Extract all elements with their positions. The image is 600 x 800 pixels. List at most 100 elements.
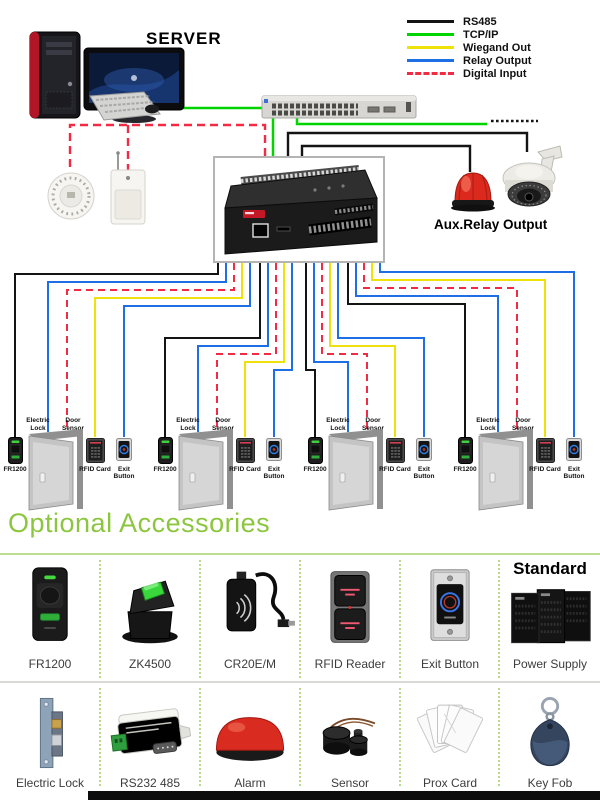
legend-label: TCP/IP [463, 28, 499, 41]
legend-row: RS485 [407, 15, 531, 28]
rfid-card-label: RFID Card [379, 466, 411, 473]
door3-wires [305, 263, 425, 437]
exit-button-label: Exit Button [563, 466, 585, 480]
network-switch-image [261, 95, 417, 119]
exit-button-label: Exit Button [413, 466, 435, 480]
smoke-detector-icon [47, 172, 95, 220]
exit-button-icon [266, 438, 282, 461]
accessory-cell-sensor: Sensor [300, 684, 400, 790]
alarm-beacon-icon [451, 172, 495, 212]
door-image [178, 429, 233, 511]
accessory-label: ZK4500 [128, 657, 172, 671]
legend-label: Digital Input [463, 67, 527, 80]
accessory-cell-cr20em: CR20E/M [200, 556, 300, 682]
legend-row: TCP/IP [407, 28, 531, 41]
accessory-cell-electric-lock: Electric Lock [0, 684, 100, 790]
fr1200-label: FR1200 [303, 466, 327, 473]
fr1200-label: FR1200 [453, 466, 477, 473]
accessories-mid-divider [0, 681, 600, 683]
server-computer-image [29, 31, 185, 123]
fr1200-image [32, 567, 68, 641]
accessory-cell-prox-card: Prox Card [400, 684, 500, 790]
accessory-label: Sensor [330, 776, 370, 790]
bottom-bar [88, 791, 600, 800]
accessory-cell-alarm: Alarm [200, 684, 300, 790]
exit-button-icon [116, 438, 132, 461]
accessories-row-2: Electric Lock RS232 485 [0, 684, 600, 790]
optional-accessories-heading: Optional Accessories [8, 508, 271, 538]
alarm-siren-image [215, 717, 285, 761]
server-label: SERVER [146, 29, 222, 48]
legend-line-swatch [407, 20, 454, 23]
digital-input-wires [68, 123, 267, 172]
door-image [478, 429, 533, 511]
accessory-cell-key-fob: Key Fob [500, 684, 600, 790]
accessory-label: Prox Card [422, 776, 478, 790]
accessories-top-divider [0, 553, 600, 555]
legend: RS485 TCP/IP Wiegand Out Relay Output Di… [407, 15, 531, 80]
fr1200-reader-icon [308, 437, 323, 464]
accessory-cell-exit-button: Exit Button [400, 556, 500, 682]
cr20em-image [226, 571, 295, 632]
accessory-label: RS232 485 [119, 776, 181, 790]
accessory-label: RFID Reader [314, 657, 386, 671]
accessory-cell-rs232-485: RS232 485 [100, 684, 200, 790]
aux-relay-output-label: Aux.Relay Output [434, 217, 548, 232]
legend-line-swatch [407, 72, 454, 75]
exit-button-icon [566, 438, 582, 461]
rfid-keypad-icon [236, 438, 255, 463]
accessory-label: Alarm [234, 776, 266, 790]
legend-label: Relay Output [463, 54, 532, 67]
pir-motion-sensor-icon [110, 151, 146, 225]
accessory-cell-zk4500: ZK4500 [100, 556, 200, 682]
standard-label: Standard [513, 559, 587, 578]
door1-wires [14, 263, 251, 437]
legend-row: Digital Input [407, 67, 531, 80]
fr1200-label: FR1200 [153, 466, 177, 473]
electric-lock-image [39, 697, 63, 769]
rfid-reader-image [330, 571, 370, 643]
accessory-cell-power-supply: Power Supply [500, 556, 600, 682]
fr1200-reader-icon [8, 437, 23, 464]
accessory-cell-rfid-reader: RFID Reader [300, 556, 400, 682]
fr1200-label: FR1200 [3, 466, 27, 473]
exit-button-icon [416, 438, 432, 461]
aux-relay-wires [286, 131, 529, 172]
rfid-card-label: RFID Card [79, 466, 111, 473]
accessory-label: FR1200 [28, 657, 72, 671]
legend-row: Relay Output [407, 54, 531, 67]
access-controller-image [224, 165, 378, 255]
legend-line-swatch [407, 46, 454, 49]
accessories-row-1: FR1200 ZK4500 CR20E/M [0, 556, 600, 682]
legend-line-swatch [407, 33, 454, 36]
prox-card-image [417, 704, 483, 753]
exit-button-label: Exit Button [263, 466, 285, 480]
accessory-label: Power Supply [512, 657, 588, 671]
zk4500-image [122, 580, 178, 644]
rs232-485-image [110, 708, 192, 754]
legend-line-swatch [407, 59, 454, 62]
legend-label: Wiegand Out [463, 41, 531, 54]
accessory-cell-fr1200: FR1200 [0, 556, 100, 682]
exit-button-label: Exit Button [113, 466, 135, 480]
dome-camera-icon [502, 145, 563, 207]
accessory-label: Key Fob [527, 776, 573, 790]
key-fob-image [530, 697, 570, 767]
rfid-card-label: RFID Card [529, 466, 561, 473]
door4-wires [347, 263, 575, 437]
rfid-card-label: RFID Card [229, 466, 261, 473]
exit-button-image [430, 569, 470, 641]
